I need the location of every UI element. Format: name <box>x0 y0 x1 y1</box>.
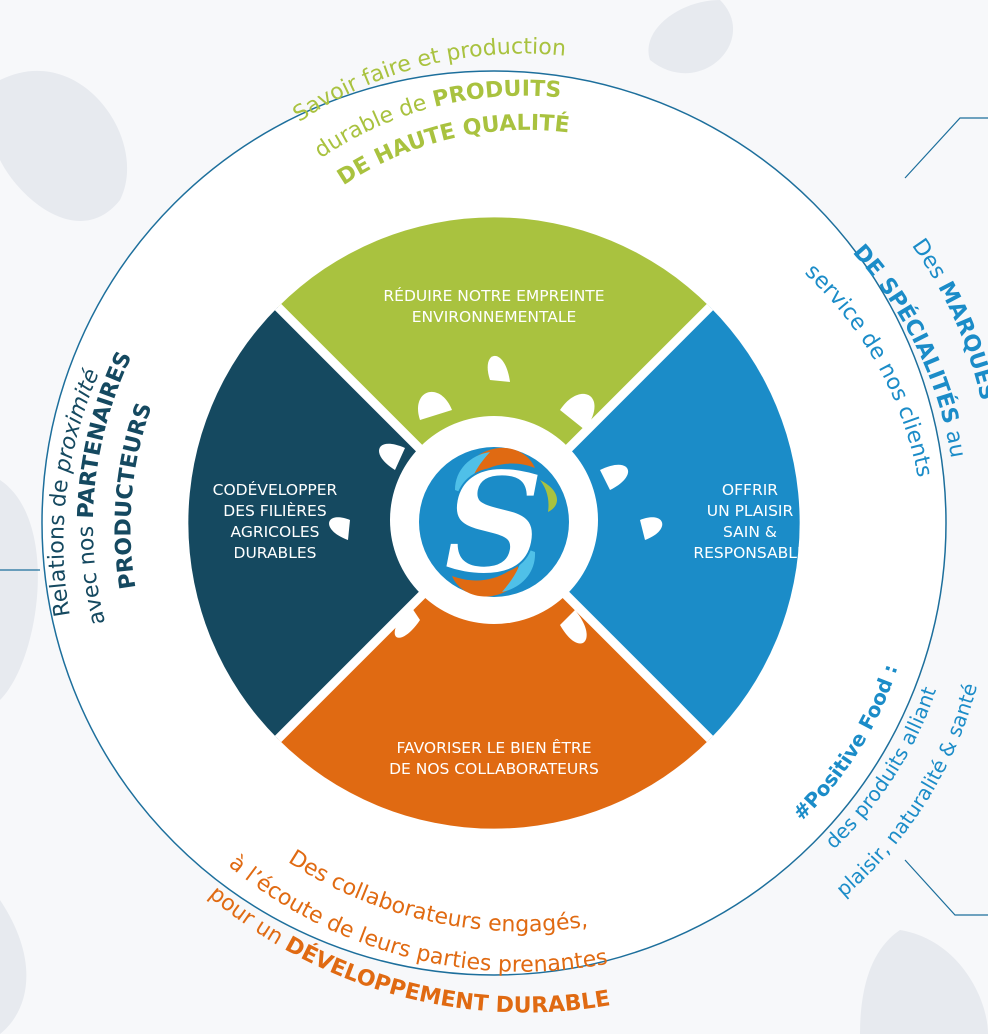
quadrant-bottom-line2: DE NOS COLLABORATEURS <box>389 760 599 778</box>
swirl-top-left <box>0 70 128 221</box>
quadrant-top-line2: ENVIRONNEMENTALE <box>411 308 577 326</box>
quadrant-bottom-label: FAVORISER LE BIEN ÊTRE DE NOS COLLABORAT… <box>344 738 644 780</box>
logo-accent-light-bottom <box>502 548 536 592</box>
logo-accent-orange-bottom <box>452 564 518 597</box>
logo-accent-green <box>540 480 558 512</box>
quadrant-bottom-orange <box>278 523 710 829</box>
quadrant-right-line2: UN PLAISIR <box>706 502 794 520</box>
quadrant-left-line2: DES FILIÈRES <box>223 502 327 520</box>
quadrant-left-line3: AGRICOLES <box>230 523 320 541</box>
quadrant-right-line3: SAIN & <box>723 523 777 541</box>
quadrant-right-label: OFFRIR UN PLAISIR SAIN & RESPONSABLE <box>670 480 830 564</box>
quadrant-bottom-line1: FAVORISER LE BIEN ÊTRE <box>396 739 592 757</box>
quadrant-top-line1: RÉDUIRE NOTRE EMPREINTE <box>383 287 605 305</box>
quadrant-right-line1: OFFRIR <box>721 481 779 499</box>
logo-letter: S <box>443 442 544 606</box>
quadrant-left-label: CODÉVELOPPER DES FILIÈRES AGRICOLES DURA… <box>185 480 365 564</box>
deco-line-right-top <box>904 117 988 179</box>
swirl-top-right <box>648 0 734 74</box>
decorative-lines <box>0 117 988 916</box>
quadrant-right-line4: RESPONSABLE <box>693 544 807 562</box>
deco-line-right-bottom <box>904 859 988 916</box>
quadrant-left-line4: DURABLES <box>233 544 317 562</box>
swirl-bottom-left <box>0 900 27 1034</box>
swirl-left <box>0 480 38 700</box>
logo-s-icon: S <box>329 355 663 644</box>
quadrant-left-line1: CODÉVELOPPER <box>212 481 338 499</box>
quadrant-top-label: RÉDUIRE NOTRE EMPREINTE ENVIRONNEMENTALE <box>344 286 644 328</box>
swirl-bottom-right <box>860 930 988 1034</box>
logo-accent-light-top <box>455 452 490 495</box>
